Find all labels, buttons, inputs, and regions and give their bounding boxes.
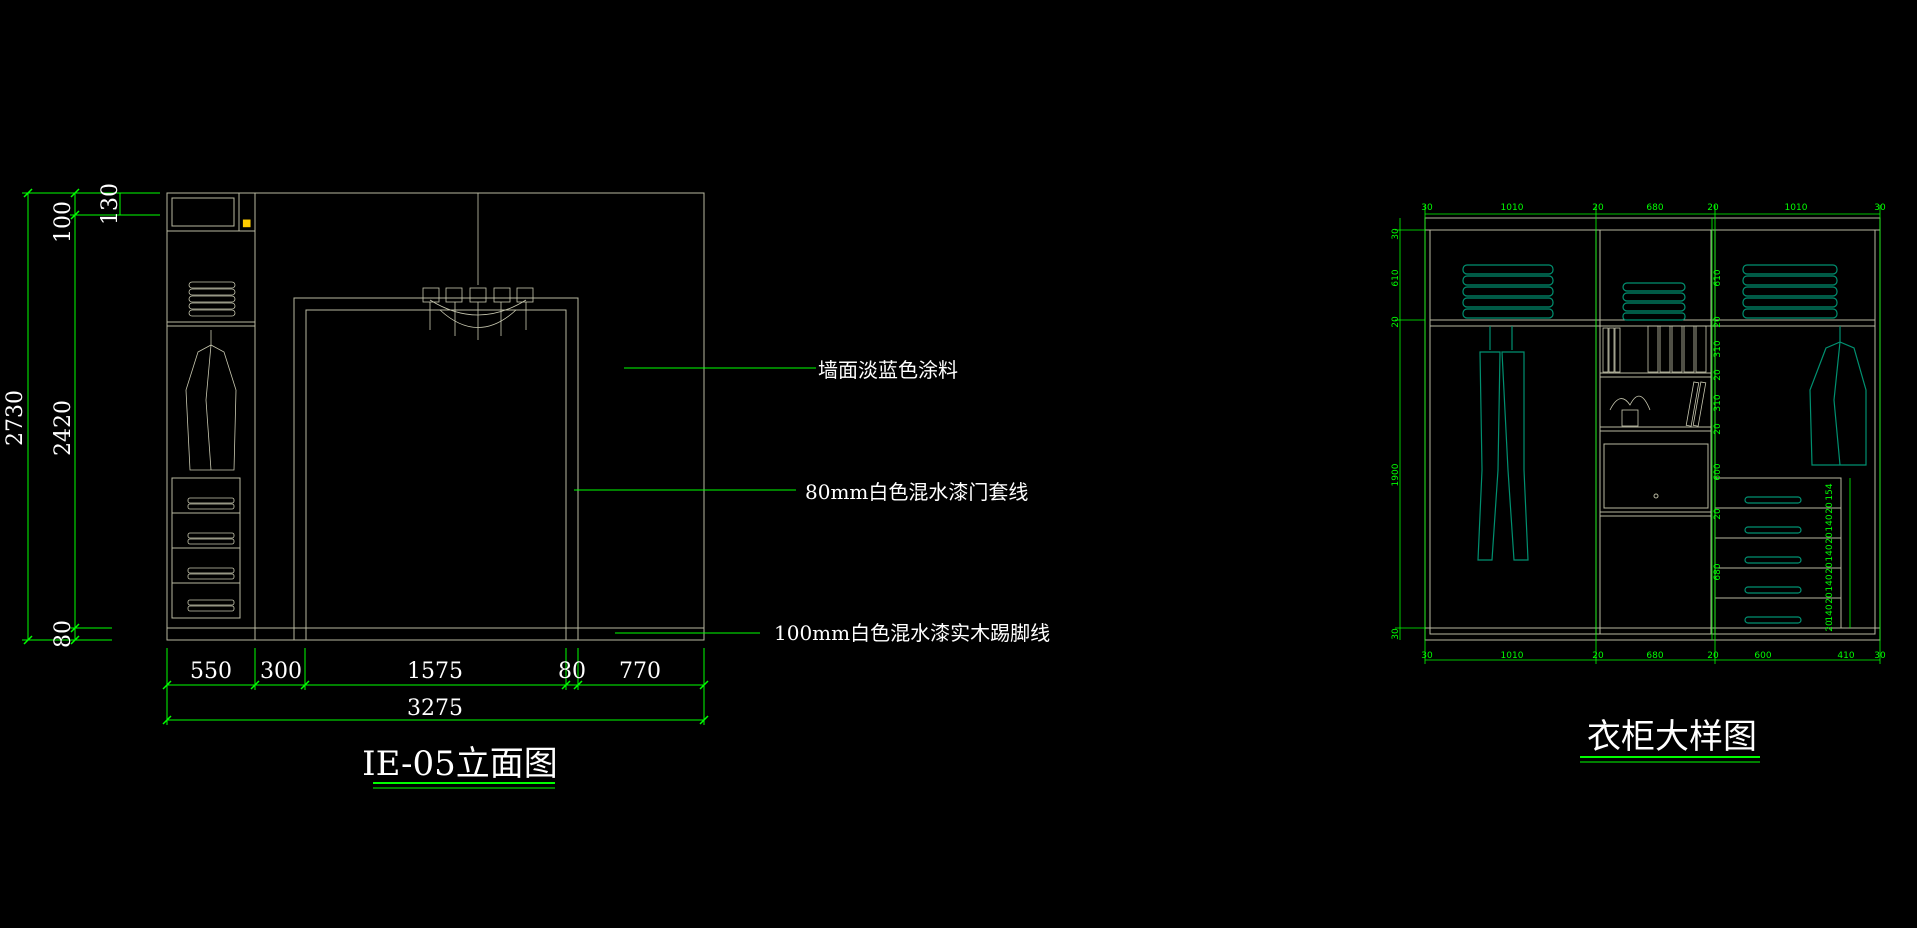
wardrobe-dim-top-3: 680 bbox=[1646, 203, 1663, 213]
elevation-title: IE-05立面图 bbox=[362, 744, 558, 784]
folded-clothes-icon bbox=[188, 281, 236, 317]
wardrobe-dim-top-4: 20 bbox=[1707, 203, 1719, 213]
annotation-door-frame: 80mm白色混水漆门套线 bbox=[805, 480, 1028, 504]
wardrobe-dim-left-1: 610 bbox=[1391, 269, 1401, 286]
elevation-drawing bbox=[166, 192, 705, 641]
wardrobe-shelf-items bbox=[1602, 325, 1707, 427]
plant-decor-icon bbox=[1609, 395, 1651, 427]
wardrobe-dim-mid-4: 310 bbox=[1713, 394, 1723, 411]
wardrobe-title: 衣柜大样图 bbox=[1587, 717, 1757, 757]
wardrobe-dim-bottom-0: 30 bbox=[1421, 651, 1433, 661]
right-folded-stack-icon bbox=[1742, 264, 1838, 319]
wardrobe-dim-right-3: 20 bbox=[1825, 532, 1835, 544]
wardrobe-dim-mid-7: 20 bbox=[1713, 508, 1723, 520]
elevation-top-cabinet-inner bbox=[171, 197, 235, 227]
wardrobe-tv-cabinet bbox=[1603, 443, 1709, 509]
books-icon bbox=[1602, 325, 1707, 427]
dim-left-1: 100 bbox=[51, 201, 76, 243]
annotation-wall-paint: 墙面淡蓝色涂料 bbox=[818, 358, 958, 382]
wardrobe-dim-mid-5: 20 bbox=[1713, 423, 1723, 435]
left-folded-stack-icon bbox=[1462, 264, 1554, 319]
elevation-dim-ticks bbox=[23, 188, 709, 725]
wardrobe-dim-bottom-1: 1010 bbox=[1501, 651, 1524, 661]
elevation-small-mark-icon: ■ bbox=[242, 218, 251, 229]
wardrobe-dim-mid-3: 20 bbox=[1713, 369, 1723, 381]
dim-left-overall: 2730 bbox=[3, 390, 28, 446]
wardrobe-dim-mid-1: 20 bbox=[1713, 316, 1723, 328]
wardrobe-dim-top-1: 1010 bbox=[1501, 203, 1524, 213]
hanging-coat-icon bbox=[185, 330, 237, 471]
wardrobe-items bbox=[1462, 264, 1867, 624]
hanging-coat-icon bbox=[1809, 326, 1867, 466]
wardrobe-dim-top-5: 1010 bbox=[1785, 203, 1808, 213]
wardrobe-dim-right-7: 20 bbox=[1825, 592, 1835, 604]
wardrobe-dim-bottom-5: 600 bbox=[1754, 651, 1771, 661]
wardrobe-dim-mid-0: 610 bbox=[1713, 269, 1723, 286]
chandelier-icon bbox=[422, 193, 534, 340]
dim-left-0: 130 bbox=[98, 183, 123, 225]
mid-folded-stack-icon bbox=[1622, 282, 1686, 321]
elevation-dimension-lines bbox=[22, 192, 705, 725]
wardrobe-dim-right-2: 140 bbox=[1825, 514, 1835, 531]
wardrobe-dim-right-9: 20 bbox=[1825, 620, 1835, 632]
dim-bottom-0: 550 bbox=[190, 659, 232, 684]
wardrobe-dim-left-0: 30 bbox=[1391, 228, 1401, 240]
wardrobe-dim-mid-2: 310 bbox=[1713, 340, 1723, 357]
wardrobe-dim-right-8: 140 bbox=[1825, 604, 1835, 621]
dim-bottom-2: 1575 bbox=[407, 659, 463, 684]
dim-bottom-1: 300 bbox=[260, 659, 302, 684]
wardrobe-dim-right-6: 140 bbox=[1825, 574, 1835, 591]
wardrobe-dim-top-2: 20 bbox=[1592, 203, 1604, 213]
elevation-leaders bbox=[574, 367, 816, 634]
hanging-trousers-icon bbox=[1477, 326, 1529, 561]
folded-drawer-clothes-icon bbox=[1744, 496, 1802, 624]
wardrobe-dim-bottom-2: 20 bbox=[1592, 651, 1604, 661]
elevation-door-frame-outer bbox=[293, 297, 579, 640]
wardrobe-dim-left-4: 30 bbox=[1391, 628, 1401, 640]
wardrobe-dim-mid-6: 600 bbox=[1713, 463, 1723, 480]
elevation-decor bbox=[185, 193, 534, 612]
wardrobe-dim-right-1: 20 bbox=[1825, 502, 1835, 514]
wardrobe-dimension-lines bbox=[1395, 205, 1881, 664]
dim-bottom-4: 770 bbox=[619, 659, 661, 684]
wardrobe-dim-bottom-7: 30 bbox=[1874, 651, 1886, 661]
annotation-baseboard: 100mm白色混水漆实木踢脚线 bbox=[774, 621, 1050, 645]
wardrobe-dim-right-4: 140 bbox=[1825, 544, 1835, 561]
wardrobe-dim-mid-8: 680 bbox=[1713, 563, 1723, 580]
wardrobe-dim-left-2: 20 bbox=[1391, 316, 1401, 328]
elevation-door-frame-inner bbox=[305, 309, 567, 640]
wardrobe-dim-left-3: 1900 bbox=[1391, 463, 1401, 486]
wardrobe-dim-bottom-6: 410 bbox=[1837, 651, 1854, 661]
wardrobe-dim-top-0: 30 bbox=[1421, 203, 1433, 213]
wardrobe-dim-right-5: 20 bbox=[1825, 562, 1835, 574]
dim-left-3: 80 bbox=[51, 620, 76, 648]
wardrobe-dim-right-0: 154 bbox=[1825, 483, 1835, 500]
dim-left-2: 2420 bbox=[51, 400, 76, 456]
drawer-clothes-icon bbox=[187, 497, 235, 612]
wardrobe-dim-bottom-3: 680 bbox=[1646, 651, 1663, 661]
dim-bottom-3: 80 bbox=[558, 659, 586, 684]
wardrobe-dim-bottom-4: 20 bbox=[1707, 651, 1719, 661]
dim-total: 3275 bbox=[407, 696, 463, 721]
wardrobe-dim-top-6: 30 bbox=[1874, 203, 1886, 213]
